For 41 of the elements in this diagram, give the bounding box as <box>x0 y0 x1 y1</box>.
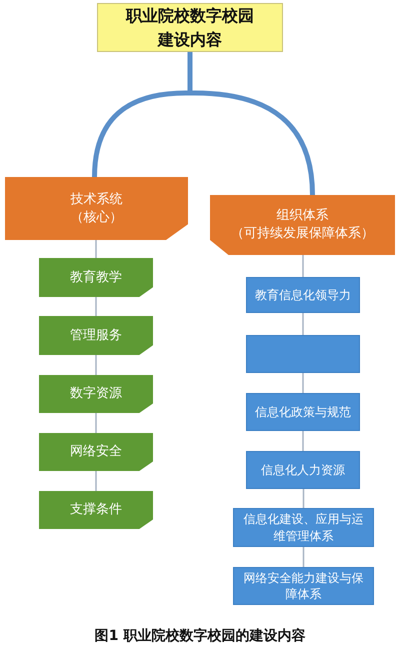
connector-line <box>302 489 304 508</box>
connector-line <box>302 373 304 393</box>
category-box <box>5 177 188 240</box>
item-box <box>39 258 153 297</box>
connector-line <box>95 413 97 433</box>
title-box <box>97 3 283 52</box>
item-box <box>246 277 360 313</box>
label-text: 教育教学 <box>70 268 122 286</box>
label-text: 组织体系 <box>276 207 328 225</box>
item-box <box>233 508 374 547</box>
connector-line <box>95 355 97 375</box>
label-text: 职业院校数字校园建设内容 <box>124 5 255 50</box>
label-text: 技术系统 <box>70 190 122 208</box>
label-text: 支撑条件 <box>70 501 122 519</box>
item-box <box>39 491 153 529</box>
item-box <box>246 451 360 489</box>
item-box <box>39 375 153 413</box>
label-text: 数字资源 <box>70 385 122 403</box>
label-text: 信息化政策与规范 <box>255 404 351 420</box>
connector-line <box>302 547 304 567</box>
subtitle-text: （可持续发展保障体系） <box>231 225 374 243</box>
label-text: 信息化建设、应用与运维管理体系 <box>242 511 364 544</box>
label-text: 管理服务 <box>70 326 122 344</box>
connector-line <box>302 431 304 451</box>
label-text: 教育信息化领导力 <box>255 286 351 304</box>
connector-line <box>95 471 97 491</box>
item-box <box>39 433 153 471</box>
connector-line <box>95 297 97 316</box>
empty-box <box>246 335 360 373</box>
item-box <box>39 316 153 355</box>
connector-line <box>302 313 304 335</box>
connector-line <box>302 255 304 277</box>
category-box <box>210 195 395 255</box>
item-box <box>246 393 360 431</box>
label-text: 信息化人力资源 <box>261 462 345 478</box>
subtitle-text: （核心） <box>70 208 122 226</box>
figure-caption: 图1 职业院校数字校园的建设内容 <box>94 627 306 645</box>
connector-line <box>95 240 97 258</box>
item-box <box>233 567 374 605</box>
label-text: 网络安全 <box>70 443 122 461</box>
label-text: 网络安全能力建设与保障体系 <box>242 570 364 602</box>
